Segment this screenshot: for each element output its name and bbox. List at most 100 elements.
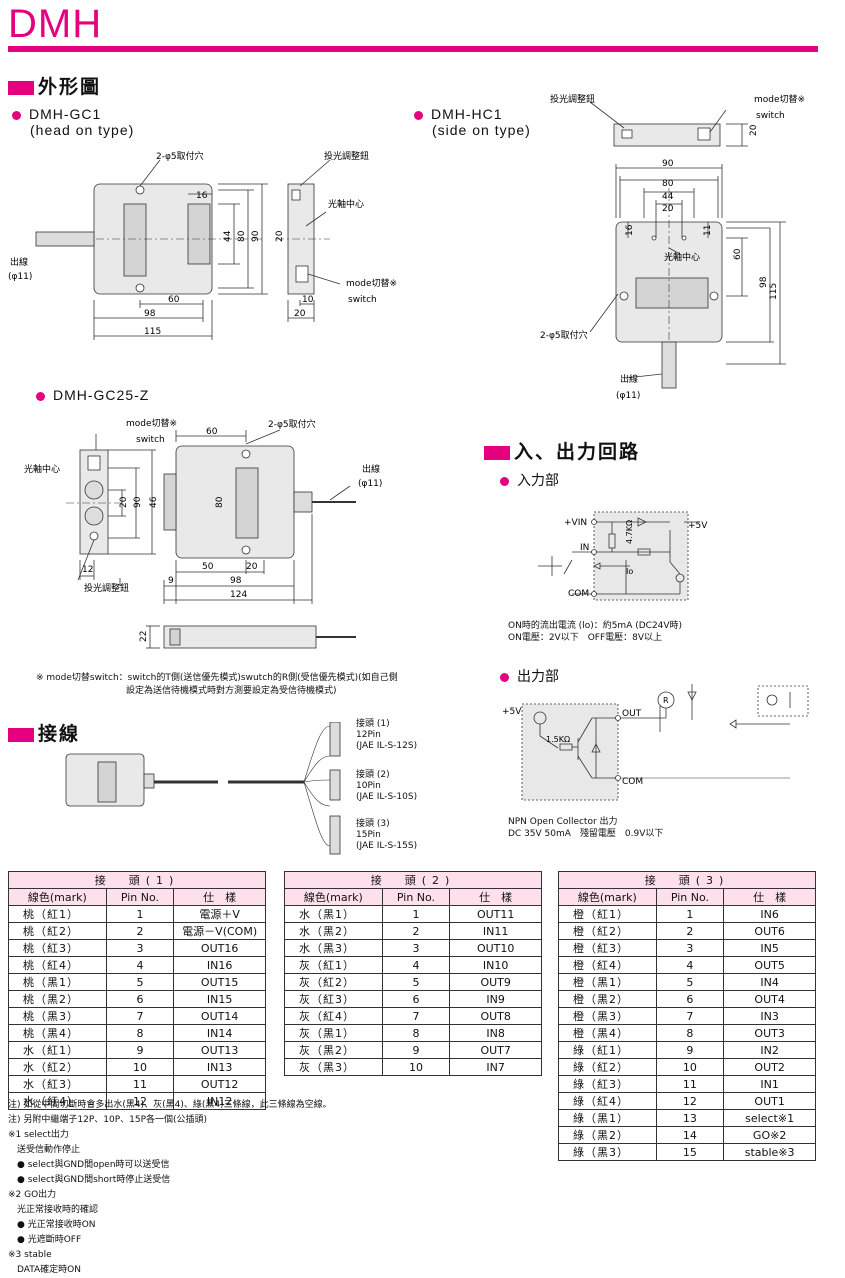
- spec-cell: IN4: [723, 973, 816, 991]
- pin-number-cell: 3: [381, 939, 451, 957]
- model-gc1-label: DMH-GC1 (head on type): [12, 106, 134, 138]
- spec-cell: IN1: [723, 1075, 816, 1093]
- mode-note-line2: 設定為送信待機模式時對方測要設定為受信待機模式): [126, 686, 337, 696]
- spec-cell: IN9: [449, 990, 542, 1008]
- hc1-dim-60: 60: [733, 248, 743, 260]
- hc1-adjust-label: 投光調整鈕: [550, 93, 595, 105]
- input-io-label: Io: [626, 567, 633, 576]
- section-marker: [8, 727, 34, 742]
- spec-cell: OUT9: [449, 973, 542, 991]
- bullet-dot: [500, 672, 509, 682]
- table-header: 線色(mark): [558, 888, 657, 906]
- hc1-dim-16: 16: [625, 224, 635, 236]
- table-header: Pin No.: [381, 888, 451, 906]
- wiring-diagram: [65, 722, 341, 855]
- gc25-outline-drawing: mode切替※ switch 光軸中心 2-φ5取付穴 60 20 90 46 …: [24, 417, 382, 649]
- gc25-dim-98: 98: [230, 576, 242, 586]
- spec-cell: OUT15: [173, 973, 266, 991]
- gc25-dim-12: 12: [82, 565, 93, 575]
- hc1-dim-80: 80: [662, 179, 674, 189]
- spec-cell: IN2: [723, 1041, 816, 1059]
- wire-color-cell: 水（紅1）: [8, 1041, 107, 1059]
- pin-number-cell: 8: [381, 1024, 451, 1042]
- wire-color-cell: 橙（紅2）: [558, 922, 657, 940]
- wire-color-cell: 橙（黑2）: [558, 990, 657, 1008]
- pin-number-cell: 8: [655, 1024, 725, 1042]
- output-spec-line1: NPN Open Collector 出力: [508, 817, 618, 827]
- connector-3-label: 接頭 (3)15Pin(JAE IL-S-15S): [356, 819, 418, 851]
- table-header: Pin No.: [655, 888, 725, 906]
- note-line: 送受信動作停止: [8, 1145, 81, 1155]
- spec-cell: OUT5: [723, 956, 816, 974]
- spec-cell: IN13: [173, 1058, 266, 1076]
- spec-cell: IN3: [723, 1007, 816, 1025]
- hc1-dim-98: 98: [759, 276, 769, 288]
- gc25-dim-22: 22: [139, 631, 149, 642]
- note-line: ● select與GND間open時可以送受信: [8, 1160, 170, 1170]
- wire-color-cell: 橙（紅1）: [558, 905, 657, 923]
- wire-color-cell: 綠（紅4）: [558, 1092, 657, 1110]
- output-section-label: 出力部: [500, 666, 559, 686]
- connector-1-label: 接頭 (1)12Pin(JAE IL-S-12S): [356, 719, 418, 751]
- gc25-cable-dia-label: (φ11): [358, 479, 382, 489]
- hc1-dim-11: 11: [703, 225, 713, 236]
- wire-color-cell: 橙（紅3）: [558, 939, 657, 957]
- wire-color-cell: 橙（黑1）: [558, 973, 657, 991]
- gc1-dim-10: 10: [302, 295, 314, 305]
- gc25-dim-46: 46: [149, 496, 159, 508]
- gc1-mount-hole-label: 2-φ5取付穴: [156, 150, 204, 162]
- pin-number-cell: 7: [105, 1007, 175, 1025]
- input-com-label: COM: [568, 589, 589, 599]
- gc25-adjust-label: 投光調整鈕: [84, 582, 129, 594]
- wire-color-cell: 桃（紅3）: [8, 939, 107, 957]
- input-vin-label: +VIN: [564, 518, 587, 528]
- gc25-dim-50: 50: [202, 562, 214, 572]
- gc1-outline-drawing: 2-φ5取付穴 投光調整鈕 光軸中心 mode切替※ switch 出線 (φ1…: [8, 150, 397, 340]
- spec-cell: IN8: [449, 1024, 542, 1042]
- pin-number-cell: 6: [105, 990, 175, 1008]
- pin-number-cell: 8: [105, 1024, 175, 1042]
- bullet-dot: [500, 476, 509, 486]
- note-line: DATA確定時ON: [8, 1265, 82, 1275]
- pin-number-cell: 7: [655, 1007, 725, 1025]
- table-header: Pin No.: [105, 888, 175, 906]
- input-spec-line2: ON電壓：2V以下 OFF電壓：8V以上: [508, 633, 663, 643]
- spec-cell: OUT7: [449, 1041, 542, 1059]
- gc1-switch-label: switch: [348, 295, 377, 305]
- table-header: 線色(mark): [8, 888, 107, 906]
- wire-color-cell: 灰（黑1）: [284, 1024, 383, 1042]
- spec-cell: IN12: [173, 1092, 266, 1110]
- spec-cell: IN14: [173, 1024, 266, 1042]
- note-line: ※2 GO出力: [8, 1190, 57, 1200]
- spec-cell: OUT14: [173, 1007, 266, 1025]
- spec-cell: OUT3: [723, 1024, 816, 1042]
- gc25-cable-label: 出線: [362, 463, 380, 475]
- output-out-label: OUT: [622, 709, 642, 719]
- note-line: 光正常接收時的確認: [8, 1205, 99, 1215]
- output-load-label: R: [663, 696, 669, 705]
- input-5v-label: +5V: [688, 521, 708, 531]
- wire-color-cell: 水（黑2）: [284, 922, 383, 940]
- section-io-heading: 入、出力回路: [484, 437, 640, 464]
- wire-color-cell: 橙（紅4）: [558, 956, 657, 974]
- pin-number-cell: 7: [381, 1007, 451, 1025]
- section-outline-heading: 外形圖: [8, 72, 101, 99]
- gc25-dim-60: 60: [206, 427, 218, 437]
- wire-color-cell: 灰（紅3）: [284, 990, 383, 1008]
- wire-color-cell: 綠（黑3）: [558, 1143, 657, 1161]
- pin-number-cell: 6: [655, 990, 725, 1008]
- pin-number-cell: 4: [105, 956, 175, 974]
- section-wiring-heading: 接線: [8, 719, 80, 746]
- wire-color-cell: 綠（紅1）: [558, 1041, 657, 1059]
- output-circuit-diagram: +5V OUT COM 1.5KΩ R: [502, 684, 809, 801]
- hc1-dim-20: 20: [662, 204, 674, 214]
